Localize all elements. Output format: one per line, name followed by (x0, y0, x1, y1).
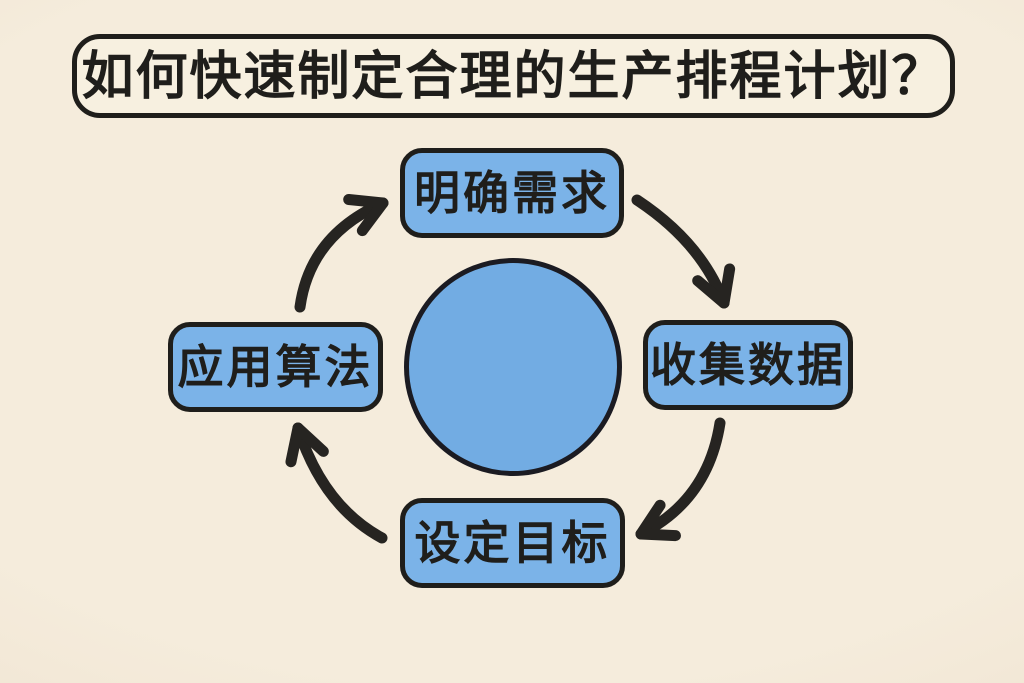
arrow-bottom-to-left-icon (285, 422, 388, 544)
title-banner: 如何快速制定合理的生产排程计划？ (72, 34, 955, 118)
step-box-clarify-requirements: 明确需求 (400, 148, 624, 238)
arrow-top-to-right-icon (631, 194, 736, 309)
step-box-collect-data: 收集数据 (643, 320, 853, 410)
step-label: 收集数据 (650, 339, 846, 391)
step-label: 设定目标 (414, 517, 611, 569)
arrow-right-to-bottom-icon (635, 417, 726, 542)
step-label: 明确需求 (414, 167, 610, 219)
page-title: 如何快速制定合理的生产排程计划？ (81, 48, 946, 106)
arrow-left-to-top-icon (294, 193, 389, 313)
step-box-set-goals: 设定目标 (400, 498, 625, 588)
step-box-apply-algorithm: 应用算法 (168, 322, 383, 412)
cycle-center-circle (404, 258, 622, 476)
step-label: 应用算法 (177, 341, 374, 393)
